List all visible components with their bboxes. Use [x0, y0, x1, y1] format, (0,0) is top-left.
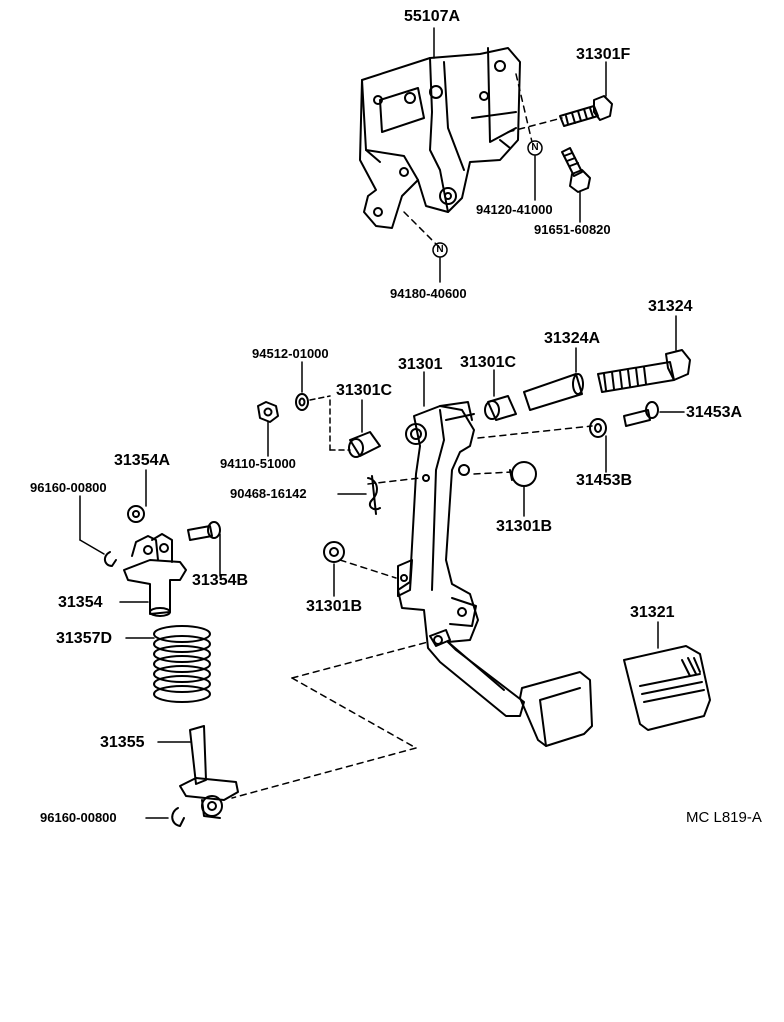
- bushing-31453B: [589, 418, 607, 438]
- label-31301B-upper: 31301B: [496, 518, 553, 535]
- stopper-31301B-upper: [509, 461, 537, 487]
- bushing-31301C-left: [348, 431, 381, 458]
- n-marker-bottom: N: [436, 244, 444, 255]
- bolt-31301F: [559, 95, 613, 127]
- diagram-code: MC L819-A: [686, 809, 762, 826]
- bolt-31324: [597, 349, 691, 393]
- label-31301F: 31301F: [576, 46, 631, 63]
- label-31453B: 31453B: [576, 472, 633, 489]
- label-31301: 31301: [398, 356, 443, 373]
- label-91651-60820: 91651-60820: [534, 222, 611, 237]
- pin-31354A: [127, 505, 145, 523]
- label-31324A: 31324A: [544, 330, 601, 347]
- label-94110-51000: 94110-51000: [220, 456, 296, 471]
- label-31301C-right: 31301C: [460, 354, 517, 371]
- label-94120-41000: 94120-41000: [476, 202, 553, 217]
- label-31355: 31355: [100, 734, 145, 751]
- pin-31354B: [187, 521, 221, 541]
- label-31354A: 31354A: [114, 452, 171, 469]
- pedal-foot-plate: [519, 671, 593, 747]
- bolt-91651-60820: [561, 147, 591, 193]
- clip-pin-90468-16142: [367, 475, 381, 515]
- spring-seat-31355: [179, 725, 239, 819]
- label-55107A: 55107A: [404, 8, 461, 25]
- label-31354B: 31354B: [192, 572, 249, 589]
- label-31324: 31324: [648, 298, 693, 315]
- collar-31324A: [523, 373, 584, 411]
- pedal-arm-31301: [397, 401, 525, 717]
- nut-94110-51000: [257, 401, 279, 423]
- n-marker-right: N: [531, 142, 539, 153]
- label-31354: 31354: [58, 594, 103, 611]
- pin-31453A: [623, 401, 659, 427]
- label-31357D: 31357D: [56, 630, 113, 647]
- label-90468-16142: 90468-16142: [230, 486, 307, 501]
- pedal-bracket-55107A: [359, 47, 521, 229]
- label-31321: 31321: [630, 604, 675, 621]
- label-31301C-left: 31301C: [336, 382, 393, 399]
- clip-96160-00800-lower: [171, 807, 185, 827]
- label-96160-00800-lower: 96160-00800: [40, 810, 117, 825]
- pedal-pad-31321: [623, 645, 711, 731]
- bushing-31301C-right: [484, 395, 517, 421]
- label-31453A: 31453A: [686, 404, 743, 421]
- clip-96160-00800-upper: [104, 551, 117, 567]
- spring-bracket-31354: [123, 533, 187, 617]
- label-94512-01000: 94512-01000: [252, 346, 329, 361]
- washer-94512-01000: [295, 393, 309, 411]
- label-31301B-lower: 31301B: [306, 598, 363, 615]
- label-94180-40600: 94180-40600: [390, 286, 467, 301]
- stopper-31301B-lower: [323, 541, 345, 563]
- spring-31357D: [153, 625, 211, 703]
- label-96160-00800-upper: 96160-00800: [30, 480, 107, 495]
